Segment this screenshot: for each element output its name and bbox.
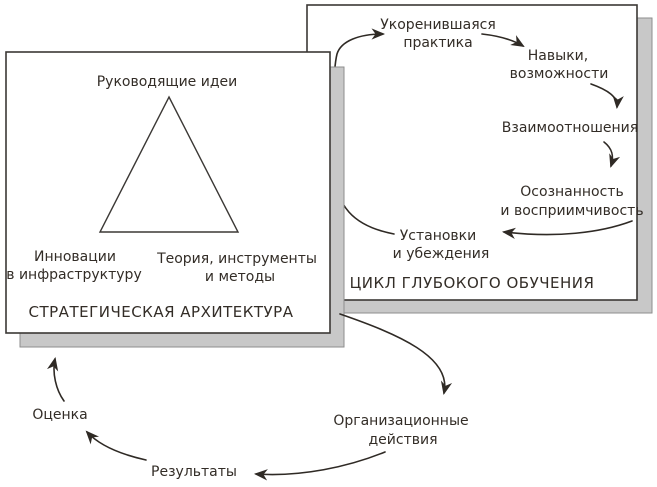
- triangle-shape: [98, 95, 240, 233]
- arrow-skills-to-relationships: [590, 83, 624, 110]
- cycle-node-attitudes-line2: и убеждения: [393, 246, 490, 262]
- outer-node-organizational-actions-line1: Организационные: [333, 413, 468, 429]
- deep-learning-cycle-card: Укоренившаяся практика Навыки, возможнос…: [306, 4, 653, 314]
- strategic-card-panel: [5, 51, 331, 334]
- arrow-actions-to-results: [253, 451, 386, 481]
- cycle-node-relationships: Взаимоотношения: [502, 120, 638, 136]
- arrow-awareness-to-attitudes: [501, 220, 633, 239]
- arrow-cycle-card-to-actions: [339, 313, 453, 395]
- cycle-node-entrenched-practice-line1: Укоренившаяся: [380, 17, 496, 33]
- strategic-bottom-right-line1: Теория, инструменты: [156, 251, 317, 267]
- arrow-assessment-to-strategic-card: [46, 357, 65, 402]
- cycle-node-skills-line2: возможности: [510, 66, 609, 82]
- arrow-relationships-to-awareness: [603, 141, 621, 168]
- outer-node-organizational-actions-line2: действия: [368, 432, 437, 448]
- strategic-bottom-left-line2: в инфраструктуру: [6, 267, 141, 283]
- cycle-card-panel: [306, 4, 638, 301]
- cycle-card-title: ЦИКЛ ГЛУБОКОГО ОБУЧЕНИЯ: [350, 274, 595, 292]
- cycle-node-attitudes-line1: Установки: [400, 228, 477, 244]
- cycle-node-skills-line1: Навыки,: [528, 48, 588, 64]
- cycle-node-awareness-line1: Осознанность: [520, 184, 623, 200]
- arrow-results-to-assessment: [85, 430, 147, 461]
- arrow-practice-to-skills: [481, 33, 525, 48]
- outer-node-assessment: Оценка: [32, 407, 87, 423]
- cycle-node-awareness-line2: и восприимчивость: [500, 203, 643, 219]
- cycle-node-entrenched-practice-line2: практика: [403, 35, 472, 51]
- strategic-bottom-right-line2: и методы: [205, 269, 275, 285]
- strategic-bottom-left-line1: Инновации: [34, 249, 116, 265]
- outer-cycle: Организационные действия Результаты Оцен…: [32, 313, 469, 481]
- strategic-architecture-card: Руководящие идеи Инновации в инфраструкт…: [5, 51, 345, 348]
- strategic-apex-label: Руководящие идеи: [97, 74, 238, 90]
- outer-node-results: Результаты: [151, 464, 237, 480]
- strategic-card-title: СТРАТЕГИЧЕСКАЯ АРХИТЕКТУРА: [29, 303, 294, 321]
